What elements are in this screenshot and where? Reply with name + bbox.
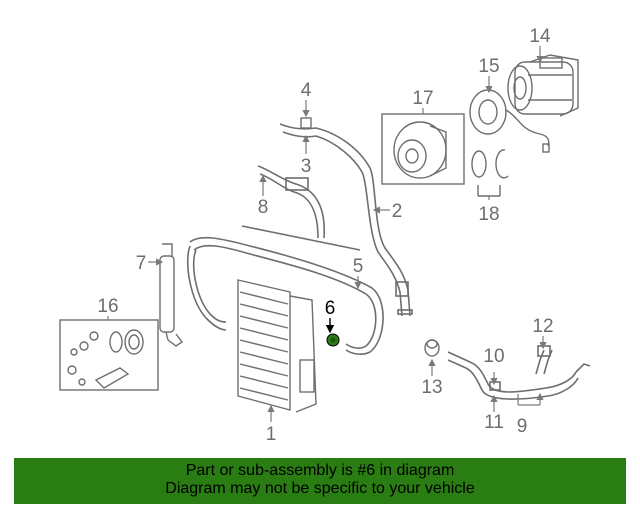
fitting-part-6[interactable] xyxy=(326,333,340,347)
leader-lines xyxy=(107,46,547,422)
parts-diagram: 1 2 3 4 5 6 7 8 9 10 11 12 13 14 15 16 1… xyxy=(59,26,591,445)
callout-9: 9 xyxy=(517,416,528,437)
callout-14: 14 xyxy=(529,26,551,47)
cap-part-13[interactable] xyxy=(424,339,440,357)
callout-12: 12 xyxy=(532,316,553,337)
condenser-part-1[interactable] xyxy=(237,279,317,413)
callout-11: 11 xyxy=(484,412,504,433)
callout-16: 16 xyxy=(97,296,118,317)
callout-6: 6 xyxy=(325,298,336,319)
banner-line-1: Part or sub-assembly is #6 in diagram xyxy=(185,462,455,479)
callout-17: 17 xyxy=(412,88,433,109)
callout-8: 8 xyxy=(258,197,269,218)
hose-part-8[interactable] xyxy=(257,165,326,239)
callout-2: 2 xyxy=(392,201,403,222)
callout-labels: 1 2 3 4 5 6 7 8 9 10 11 12 13 14 15 16 1… xyxy=(97,26,553,445)
compressor-part-14[interactable] xyxy=(507,54,579,117)
seal-rings-part-18[interactable] xyxy=(471,149,509,197)
service-valve-part-4[interactable] xyxy=(300,117,312,129)
callout-4: 4 xyxy=(301,80,312,101)
seal-kit-part-16[interactable] xyxy=(59,319,159,391)
callout-10: 10 xyxy=(483,346,504,367)
clutch-coil-part-15[interactable] xyxy=(469,89,550,153)
pipe-assembly-part-9[interactable] xyxy=(447,345,591,400)
banner-line-2: Diagram may not be specific to your vehi… xyxy=(165,480,475,497)
callout-18: 18 xyxy=(478,204,499,225)
clutch-hub-part-17[interactable] xyxy=(381,113,465,185)
receiver-drier-part-7[interactable] xyxy=(159,243,184,347)
callout-7: 7 xyxy=(136,253,147,274)
callout-1: 1 xyxy=(266,424,277,445)
liquid-line-part-5[interactable] xyxy=(186,225,384,355)
callout-13: 13 xyxy=(421,377,442,398)
part-info-banner: Part or sub-assembly is #6 in diagram Di… xyxy=(14,458,626,504)
callout-15: 15 xyxy=(478,56,499,77)
callout-3: 3 xyxy=(301,156,312,177)
callout-5: 5 xyxy=(353,256,364,277)
